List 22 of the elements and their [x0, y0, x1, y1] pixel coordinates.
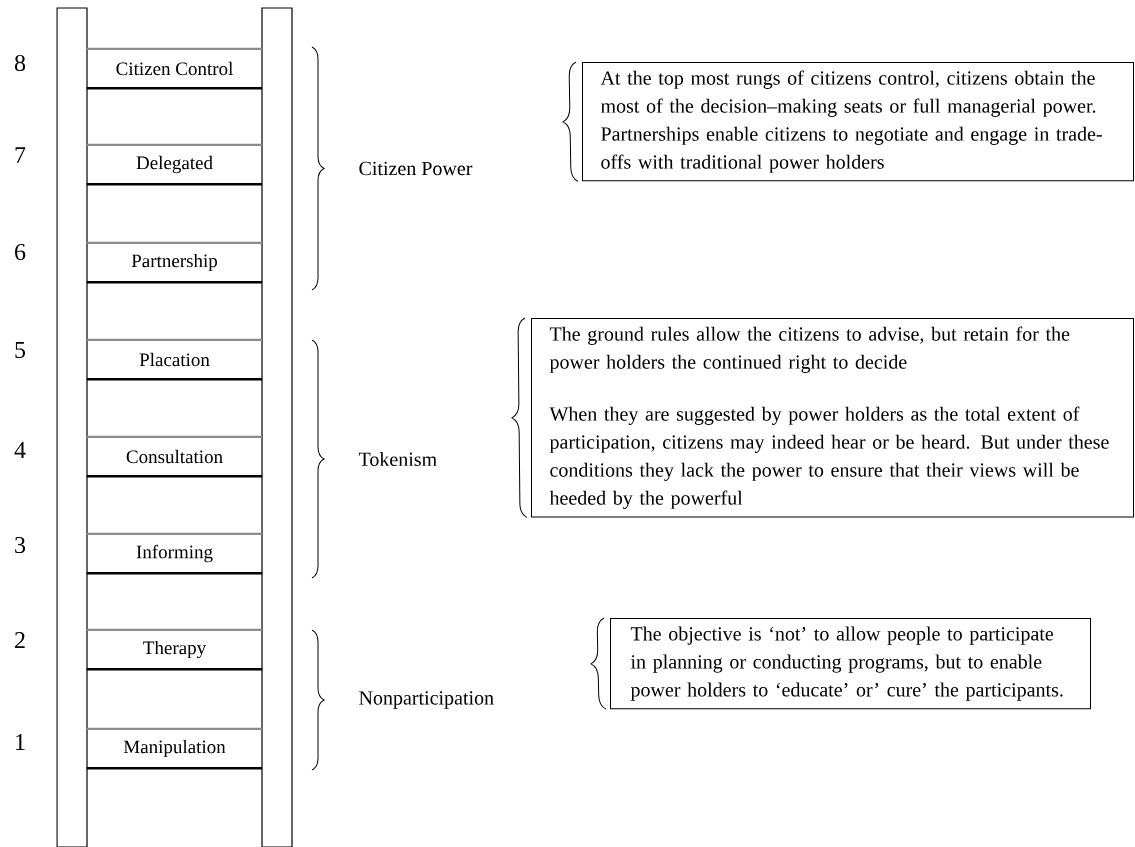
rung-number: 8	[14, 54, 26, 72]
ladder-rung: Therapy	[86, 628, 263, 671]
group-label: Nonparticipation	[359, 691, 494, 709]
rung-number: 1	[16, 734, 25, 750]
rung-number: 4	[14, 442, 26, 458]
rung-number: 7	[15, 147, 26, 163]
ladder-rung: Placation	[86, 338, 263, 381]
ladder-rung: Partnership	[86, 241, 263, 284]
rung-number: 3	[15, 536, 26, 554]
rung-number: 6	[15, 243, 26, 261]
ladder-rung: Citizen Control	[86, 47, 263, 90]
description-box: At the top most rungs of citizens control, citizens obtain the most of the decision–making seats or full managerial power. Partnerships enable citizens to negotiate and engage in trade-offs with traditional power holders	[582, 62, 1134, 182]
group-label: Citizen Power	[359, 161, 473, 176]
rung-number: 2	[15, 632, 25, 648]
ladder-rung: Delegated	[86, 143, 263, 186]
rung-number: 5	[15, 342, 26, 358]
ladder-rung: Informing	[86, 532, 263, 575]
group-label: Tokenism	[358, 451, 437, 467]
ladder-rung: Consultation	[86, 435, 263, 478]
ladder-rung: Manipulation	[86, 727, 263, 770]
description-box: The objective is ‘not’ to allow people to participate in planning or conducting programs, but to enable power holders to ‘educate’ or’ cure’ the participants.	[610, 618, 1091, 710]
description-box: The ground rules allow the citizens to advise, but retain for the power holders the continued right to decide When they are suggested by power holders as the total extent of participation, citizens may indeed hear or be heard. But under these conditions they lack the power to ensure that their views will be heeded by the powerful	[531, 318, 1134, 518]
